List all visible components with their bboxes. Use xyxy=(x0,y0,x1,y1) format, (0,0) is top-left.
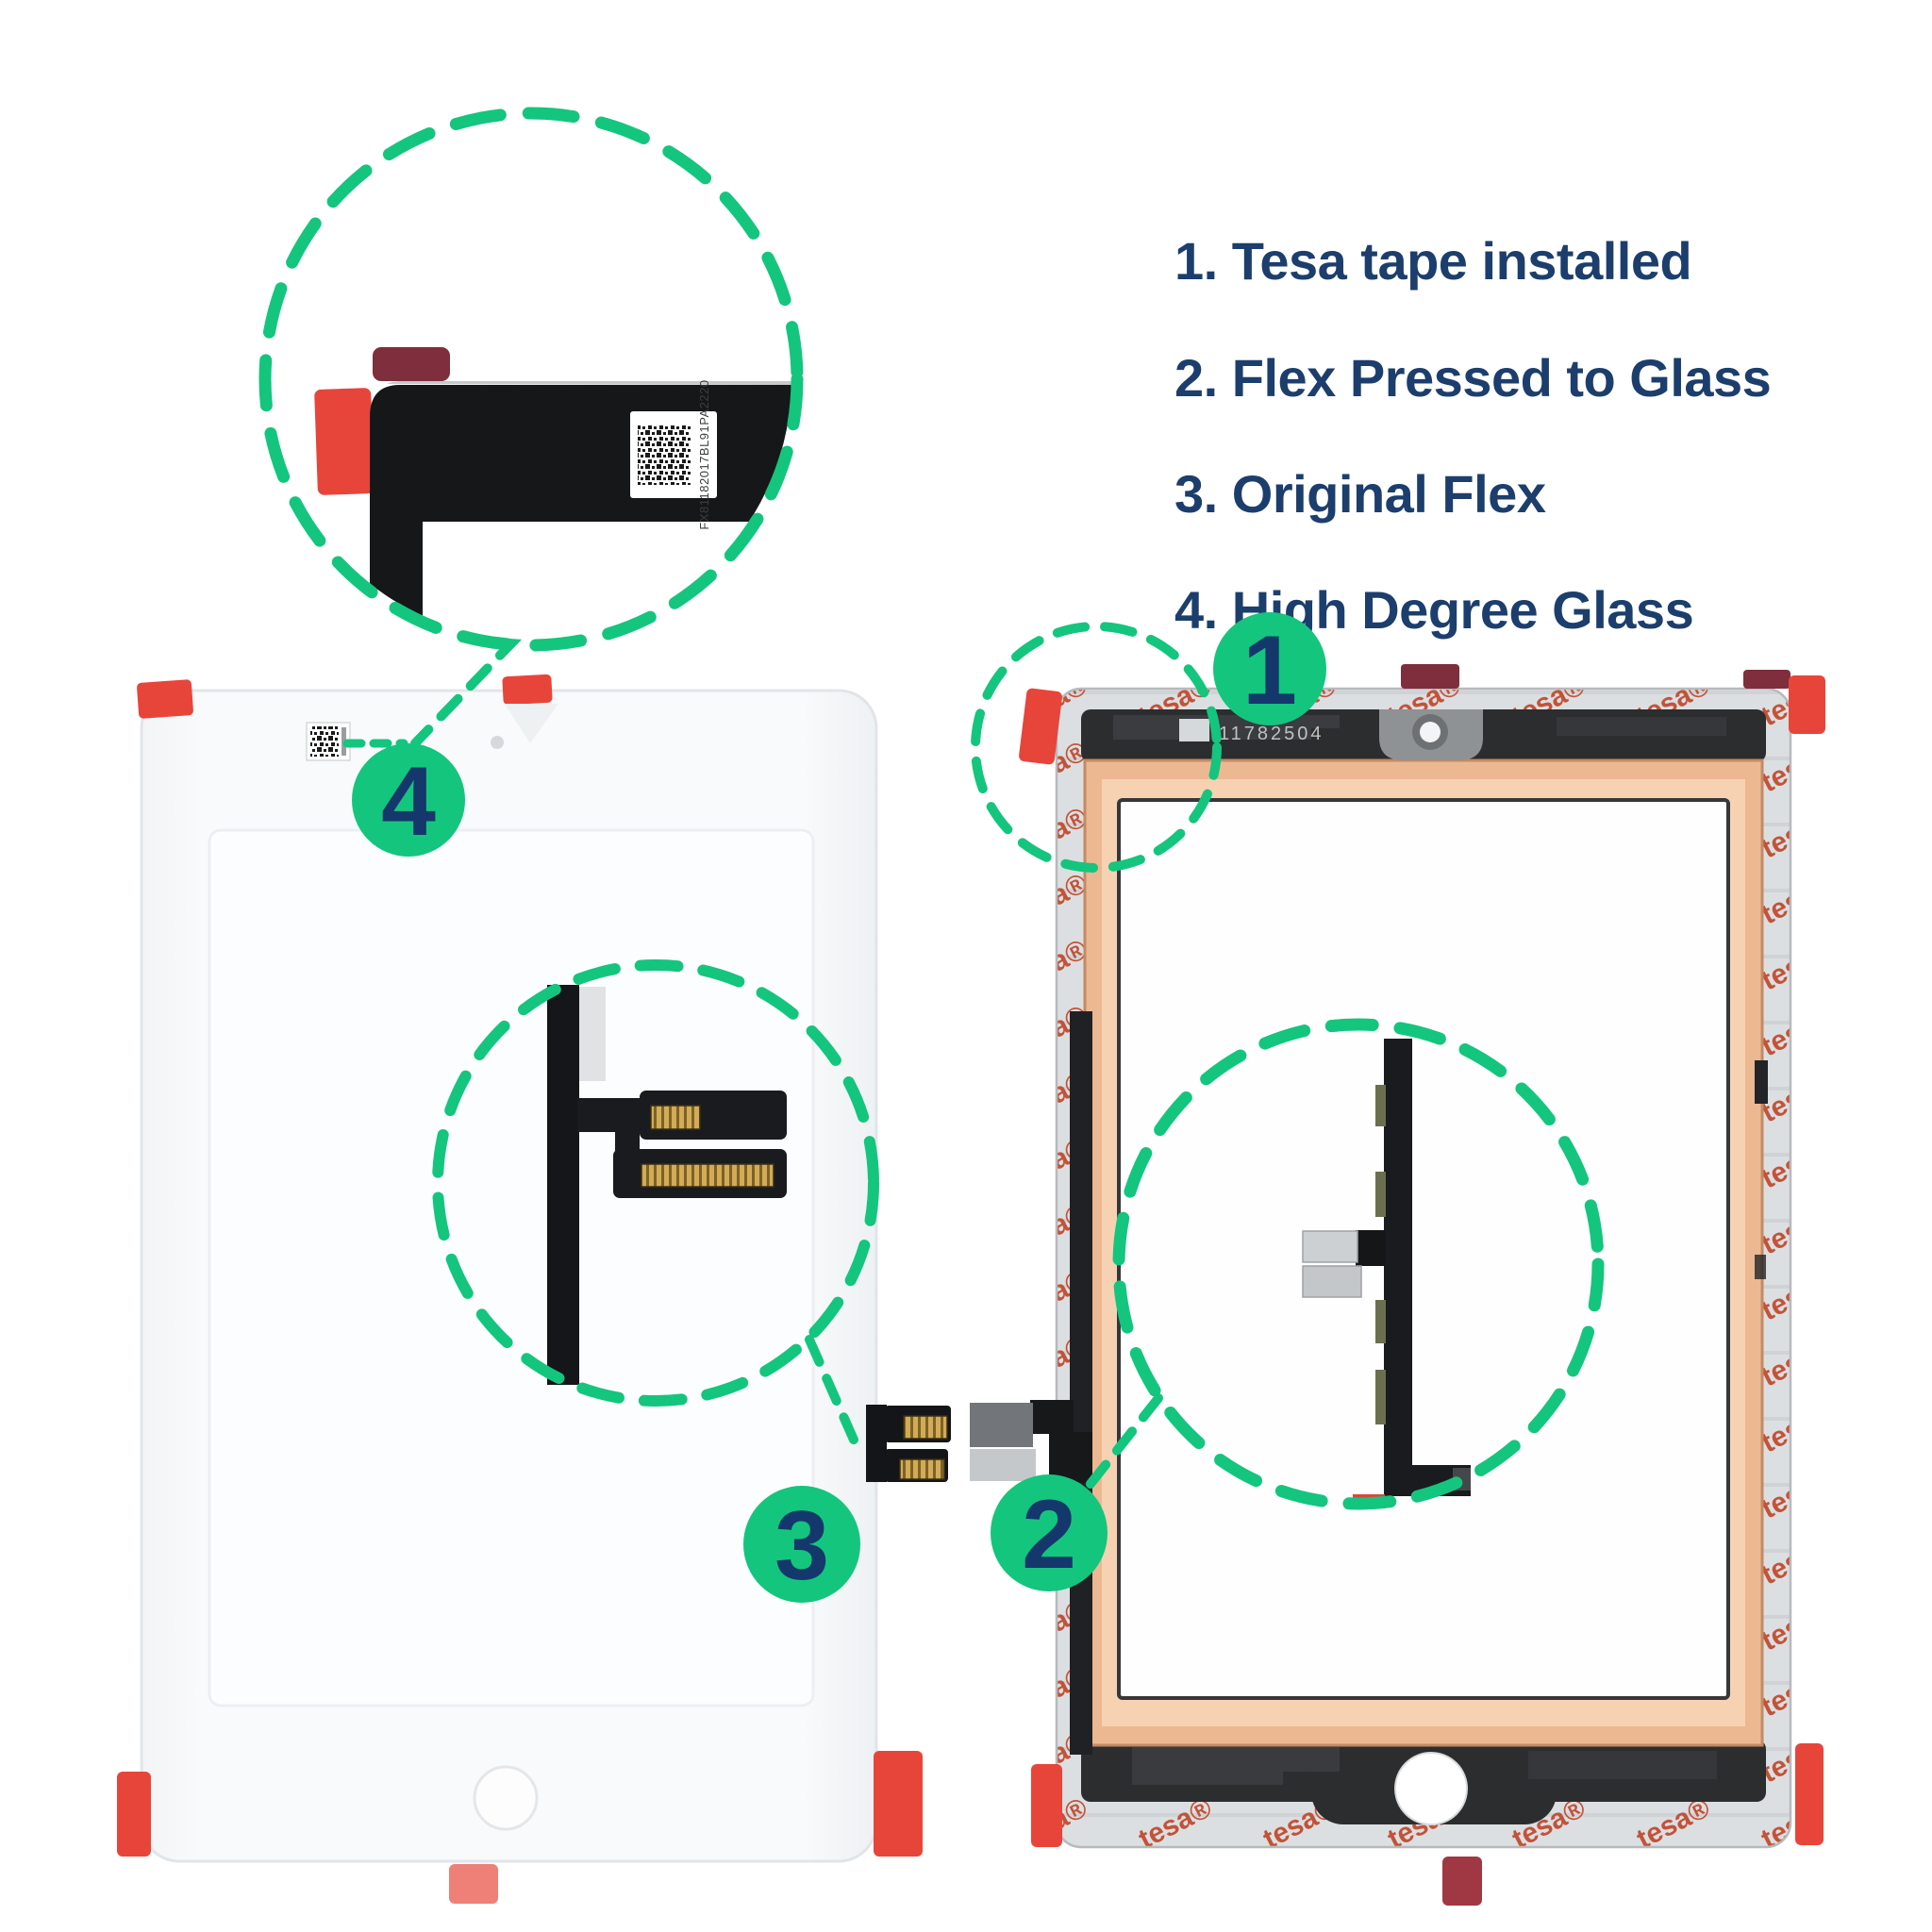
legend-item-3: 3. Original Flex xyxy=(1174,464,1546,524)
number-badges: 1 2 3 4 xyxy=(352,612,1326,1603)
legend: 1. Tesa tape installed 2. Flex Pressed t… xyxy=(1174,231,1772,640)
svg-text:4: 4 xyxy=(381,747,436,857)
svg-text:1: 1 xyxy=(1242,616,1297,725)
svg-text:3: 3 xyxy=(774,1491,829,1601)
original-flex-part xyxy=(866,1405,951,1482)
inset-maroon-tape xyxy=(373,347,450,381)
back-center-flex xyxy=(1302,1039,1471,1508)
leader-line-2 xyxy=(1082,1393,1163,1493)
back-copper-frame xyxy=(1083,758,1764,1747)
digitizer-back: 11782504 xyxy=(970,664,1825,1906)
back-serial-label: 11782504 xyxy=(1179,719,1324,744)
front-flex-detail xyxy=(547,985,787,1385)
inset-flex-label: FX81182017BL91PA2220 xyxy=(630,379,717,530)
badge-4: 4 xyxy=(352,743,465,857)
callout-circle-corner-inset xyxy=(258,107,804,652)
back-edge-flex-strip xyxy=(1070,1011,1092,1755)
front-glass-window xyxy=(208,828,815,1707)
front-red-tape-tabs xyxy=(117,674,923,1857)
back-right-edge-connector xyxy=(1755,1060,1768,1104)
back-serial-text: 11782504 xyxy=(1219,724,1324,744)
back-camera-bracket xyxy=(1379,709,1483,760)
back-tape-tabs xyxy=(1019,664,1825,1906)
inset-red-tape xyxy=(314,388,375,495)
pressed-flex-part xyxy=(970,1400,1092,1483)
badge-3: 3 xyxy=(743,1486,860,1603)
inset-flex-serial-text: FX81182017BL91PA2220 xyxy=(697,379,711,529)
back-home-button xyxy=(1394,1752,1468,1825)
corner-inset-photo: FX81182017BL91PA2220 xyxy=(258,107,804,652)
legend-item-1: 1. Tesa tape installed xyxy=(1174,231,1691,291)
callout-circle-front-flex xyxy=(432,959,879,1407)
front-home-button xyxy=(473,1765,539,1831)
badge-1: 1 xyxy=(1213,612,1326,725)
svg-text:2: 2 xyxy=(1022,1480,1076,1590)
callout-circle-back-flex xyxy=(1112,1018,1605,1510)
digitizer-front-white xyxy=(117,674,923,1904)
leader-line-4 xyxy=(410,633,522,748)
front-camera-hole xyxy=(491,736,504,749)
front-bottom-pull-tab xyxy=(449,1864,498,1904)
badge-2: 2 xyxy=(991,1474,1108,1591)
legend-item-2: 2. Flex Pressed to Glass xyxy=(1174,348,1771,408)
callout-circle-tesa-corner xyxy=(971,622,1222,873)
leader-line-3 xyxy=(805,1335,861,1451)
callouts xyxy=(342,622,1605,1510)
